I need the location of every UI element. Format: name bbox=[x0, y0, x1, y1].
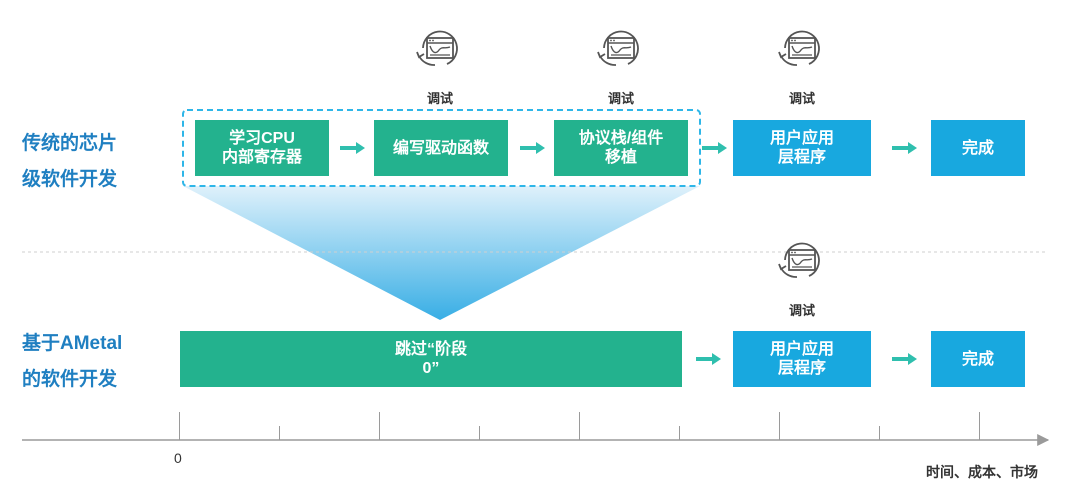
axis-tick-major bbox=[979, 412, 980, 440]
step-protocol-stack-porting: 协议栈/组件 移植 bbox=[554, 120, 688, 176]
axis-tick-major bbox=[779, 412, 780, 440]
step-write-driver-functions: 编写驱动函数 bbox=[374, 120, 508, 176]
debug-label: 调试 bbox=[607, 91, 634, 106]
step-user-app-top: 用户应用 层程序 bbox=[733, 120, 871, 176]
debug-label: 调试 bbox=[788, 91, 815, 106]
axis-tick bbox=[279, 426, 280, 440]
bottom-row-label: 基于AMetal 的软件开发 bbox=[22, 326, 122, 398]
right-arrow-icon bbox=[340, 142, 365, 154]
axis-caption: 时间、成本、市场 bbox=[926, 464, 1038, 480]
monitor-chart-refresh-icon bbox=[778, 30, 820, 66]
debug-label: 调试 bbox=[788, 303, 815, 318]
funnel-shape bbox=[183, 186, 700, 320]
bottom-row-label-line2: 的软件开发 bbox=[22, 369, 118, 390]
top-row-label-line2: 级软件开发 bbox=[22, 169, 118, 190]
monitor-chart-refresh-icon bbox=[597, 30, 639, 66]
monitor-chart-refresh-icon bbox=[416, 30, 458, 66]
axis-tick-major bbox=[579, 412, 580, 440]
top-row-label-line1: 传统的芯片 bbox=[22, 133, 118, 154]
debug-label: 调试 bbox=[426, 91, 453, 106]
right-arrow-icon bbox=[696, 353, 721, 365]
bottom-row-label-line1: 基于AMetal bbox=[22, 333, 123, 354]
axis-origin-label: 0 bbox=[174, 450, 182, 466]
top-row-label: 传统的芯片 级软件开发 bbox=[22, 126, 117, 198]
skip-stage-zero-box: 跳过“阶段 0” bbox=[180, 331, 682, 387]
axis-tick-major bbox=[179, 412, 180, 440]
right-arrow-icon bbox=[702, 142, 727, 154]
right-arrow-icon bbox=[892, 142, 917, 154]
right-arrow-icon bbox=[520, 142, 545, 154]
step-learn-cpu-registers: 学习CPU 内部寄存器 bbox=[195, 120, 329, 176]
axis-tick bbox=[879, 426, 880, 440]
step-done-bottom: 完成 bbox=[931, 331, 1025, 387]
axis-tick bbox=[679, 426, 680, 440]
axis-tick-major bbox=[379, 412, 380, 440]
axis-tick bbox=[479, 426, 480, 440]
right-arrow-icon bbox=[892, 353, 917, 365]
step-user-app-bottom: 用户应用 层程序 bbox=[733, 331, 871, 387]
dashed-frame bbox=[182, 109, 701, 187]
monitor-chart-refresh-icon bbox=[778, 242, 820, 278]
step-done-top: 完成 bbox=[931, 120, 1025, 176]
